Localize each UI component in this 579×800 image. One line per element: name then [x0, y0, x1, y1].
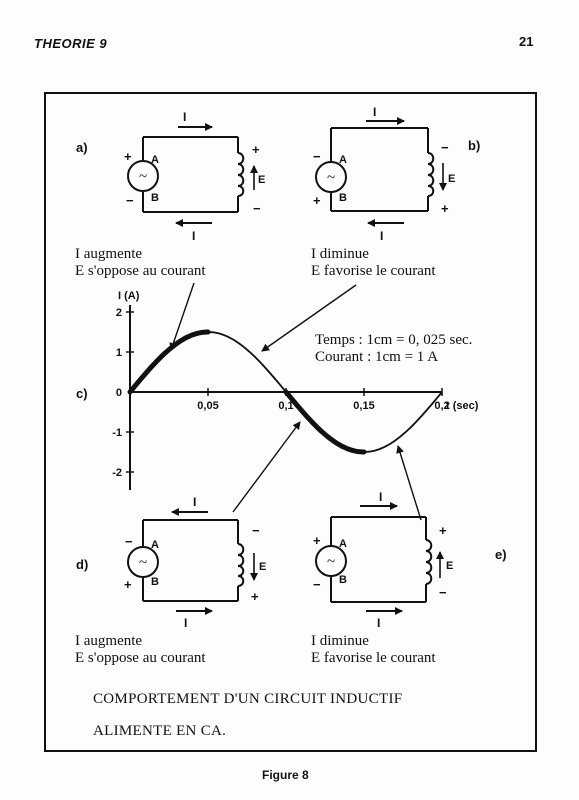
inductor-coil-icon: [425, 539, 433, 585]
svg-text:E: E: [446, 560, 453, 572]
svg-text:A: A: [151, 154, 159, 166]
svg-text:+: +: [124, 149, 132, 164]
svg-text:I: I: [379, 490, 382, 504]
svg-text:+: +: [313, 193, 321, 208]
svg-text:A: A: [339, 538, 347, 550]
svg-text:+: +: [441, 201, 449, 216]
y-tick-label: 2: [116, 307, 122, 319]
svg-text:−: −: [441, 140, 449, 155]
svg-text:+: +: [124, 577, 132, 592]
svg-text:+: +: [252, 142, 260, 157]
svg-text:+: +: [439, 523, 447, 538]
caption-a-line1: I augmente: [75, 246, 142, 262]
svg-text:I: I: [193, 495, 196, 509]
inductor-coil-icon: [237, 152, 245, 197]
inductor-coil-icon: [427, 152, 435, 197]
page-number: 21: [519, 34, 534, 49]
current-curve-increasing: [283, 389, 367, 455]
y-tick-label: 1: [116, 347, 122, 359]
svg-text:E: E: [259, 561, 266, 573]
x-tick-label: 0,2: [434, 400, 449, 412]
figure-caption: Figure 8: [262, 768, 309, 782]
svg-text:I: I: [377, 616, 380, 630]
panel-label-a: a): [76, 140, 88, 155]
svg-text:A: A: [151, 539, 159, 551]
y-tick-label: -1: [112, 427, 122, 439]
svg-text:I: I: [192, 229, 195, 243]
pointer-lines: [169, 282, 422, 521]
caption-d-line2: E s'oppose au courant: [75, 650, 206, 666]
panel-label-d: d): [76, 557, 88, 572]
scale-current: Courant : 1cm = 1 A: [315, 349, 438, 365]
caption-d-line1: I augmente: [75, 633, 142, 649]
ac-source-icon: [315, 545, 347, 577]
svg-text:−: −: [439, 585, 447, 600]
svg-text:−: −: [252, 523, 260, 538]
caption-b-line2: E favorise le courant: [311, 263, 436, 279]
circuit-e: e) ~ I I E A B + − + − I diminue E favor…: [311, 490, 507, 666]
figure-title-line2: ALIMENTE EN CA.: [93, 723, 226, 739]
ac-source-icon: [127, 546, 159, 578]
svg-text:E: E: [448, 173, 455, 185]
svg-text:−: −: [126, 193, 134, 208]
ac-source-icon: [315, 161, 347, 193]
svg-text:~: ~: [139, 555, 147, 571]
svg-text:B: B: [339, 192, 347, 204]
figure-frame: [44, 92, 537, 752]
y-tick-label: -2: [112, 467, 122, 479]
svg-text:+: +: [251, 589, 259, 604]
svg-text:−: −: [253, 201, 261, 216]
circuit-b: b) ~ I I E A B − + − + I diminue E favor…: [311, 105, 480, 279]
x-ticks: 0,05 0,1 0,15 0,2: [197, 388, 450, 412]
svg-text:I: I: [184, 616, 187, 630]
caption-a-line2: E s'oppose au courant: [75, 263, 206, 279]
svg-text:A: A: [339, 154, 347, 166]
svg-text:I: I: [380, 229, 383, 243]
panel-label-b: b): [468, 138, 480, 153]
panel-label-e: e): [495, 547, 507, 562]
ac-source-icon: [127, 160, 159, 192]
panel-label-c: c): [76, 386, 88, 401]
circuit-a: a) ~ I I E A B + − + − I augmente E s'op…: [75, 110, 265, 279]
figure-title-line1: COMPORTEMENT D'UN CIRCUIT INDUCTIF: [93, 691, 402, 707]
svg-text:+: +: [313, 533, 321, 548]
caption-e-line1: I diminue: [311, 633, 369, 649]
svg-text:B: B: [339, 574, 347, 586]
y-tick-label: 0: [116, 387, 122, 399]
caption-e-line2: E favorise le courant: [311, 650, 436, 666]
x-tick-label: 0,15: [353, 400, 374, 412]
chapter-header: THEORIE 9: [34, 36, 108, 51]
svg-text:E: E: [258, 174, 265, 186]
svg-text:I: I: [183, 110, 186, 124]
y-ticks: 2 1 0 -1 -2: [112, 307, 134, 479]
svg-text:B: B: [151, 576, 159, 588]
circuit-d: d) ~ I I E A B − + − + I augmente E s'op…: [75, 495, 266, 666]
x-axis-label: t (sec): [446, 400, 479, 412]
svg-text:−: −: [125, 534, 133, 549]
x-tick-label: 0,1: [278, 400, 293, 412]
x-tick-label: 0,05: [197, 400, 218, 412]
svg-text:~: ~: [327, 170, 335, 186]
svg-text:B: B: [151, 192, 159, 204]
svg-text:−: −: [313, 577, 321, 592]
svg-text:I: I: [373, 105, 376, 119]
scale-time: Temps : 1cm = 0, 025 sec.: [315, 332, 472, 348]
svg-text:~: ~: [327, 554, 335, 570]
svg-text:~: ~: [139, 169, 147, 185]
inductor-coil-icon: [237, 543, 245, 587]
svg-text:−: −: [313, 149, 321, 164]
caption-b-line1: I diminue: [311, 246, 369, 262]
current-curve-increasing: [127, 329, 211, 395]
y-axis-label: I (A): [118, 290, 140, 302]
